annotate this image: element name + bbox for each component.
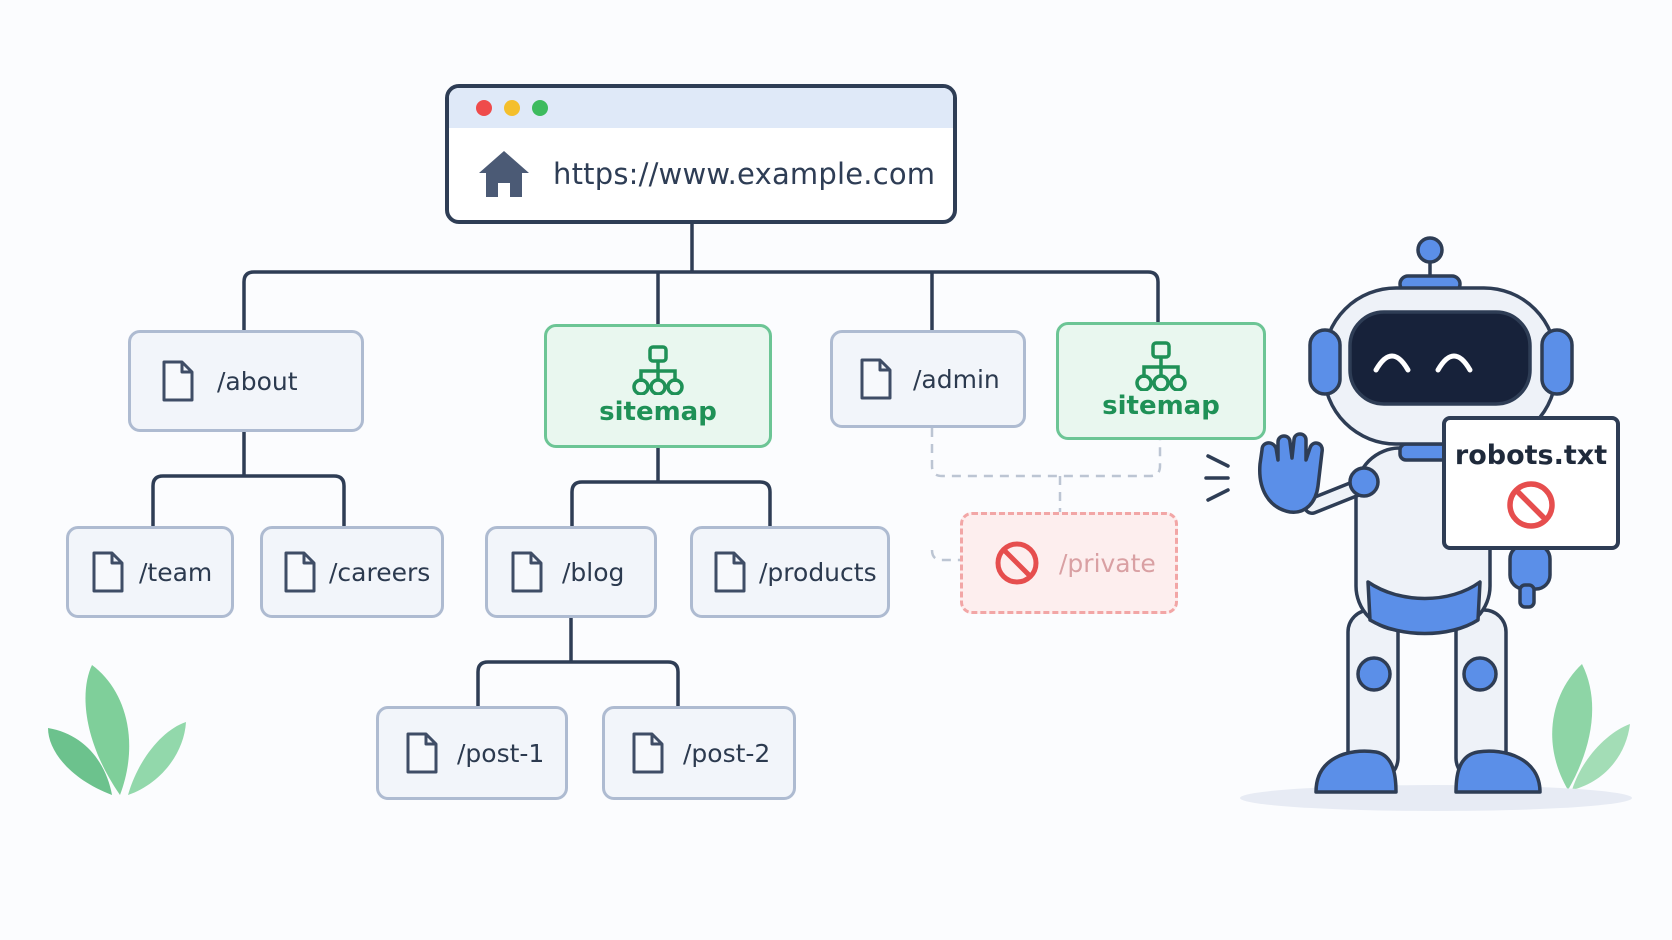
browser-title-bar (449, 88, 953, 128)
node-post-1[interactable]: /post-1 (376, 706, 568, 800)
document-icon (284, 551, 316, 593)
document-icon (632, 732, 664, 774)
window-close-dot (476, 100, 492, 116)
node-careers[interactable]: /careers (260, 526, 444, 618)
node-about[interactable]: /about (128, 330, 364, 432)
no-entry-icon (995, 541, 1039, 585)
node-blog[interactable]: /blog (485, 526, 657, 618)
node-label: sitemap (1102, 391, 1220, 421)
browser-window: https://www.example.com (445, 84, 957, 224)
node-label: /admin (913, 364, 1000, 394)
motion-lines-icon (1204, 454, 1230, 502)
sitemap-icon (1135, 341, 1187, 391)
sitemap-icon (632, 345, 684, 395)
node-label: /blog (562, 557, 625, 587)
node-post-2[interactable]: /post-2 (602, 706, 796, 800)
node-private-blocked: /private (960, 512, 1178, 614)
plant-left-icon (48, 665, 186, 795)
document-icon (162, 360, 194, 402)
window-maximize-dot (532, 100, 548, 116)
node-label: /team (139, 557, 213, 587)
connector-sitemap-children (570, 446, 772, 526)
sign-label: robots.txt (1454, 440, 1608, 471)
node-label: /private (1059, 548, 1156, 578)
node-label: /about (217, 366, 298, 396)
home-icon (479, 151, 529, 197)
address-row: https://www.example.com (449, 128, 953, 220)
no-entry-icon (1507, 481, 1555, 529)
node-sitemap-2[interactable]: sitemap (1056, 322, 1266, 440)
node-label: /post-2 (683, 738, 771, 768)
connector-about-children (151, 430, 346, 526)
node-sitemap-1[interactable]: sitemap (544, 324, 772, 448)
window-minimize-dot (504, 100, 520, 116)
document-icon (714, 551, 746, 593)
node-admin[interactable]: /admin (830, 330, 1026, 428)
robot-shadow (1240, 785, 1632, 811)
document-icon (406, 732, 438, 774)
plant-right-icon (1552, 664, 1630, 790)
node-products[interactable]: /products (690, 526, 890, 618)
node-label: /products (759, 557, 877, 587)
url-text: https://www.example.com (553, 157, 936, 191)
document-icon (92, 551, 124, 593)
connector-blocked (930, 428, 1162, 562)
robots-txt-sign: robots.txt (1442, 416, 1620, 550)
node-label: sitemap (599, 397, 717, 427)
node-team[interactable]: /team (66, 526, 234, 618)
document-icon (860, 358, 892, 400)
node-label: /post-1 (457, 738, 545, 768)
connector-level1 (242, 270, 1160, 332)
document-icon (511, 551, 543, 593)
node-label: /careers (329, 557, 431, 587)
connector-blog-children (476, 616, 680, 706)
